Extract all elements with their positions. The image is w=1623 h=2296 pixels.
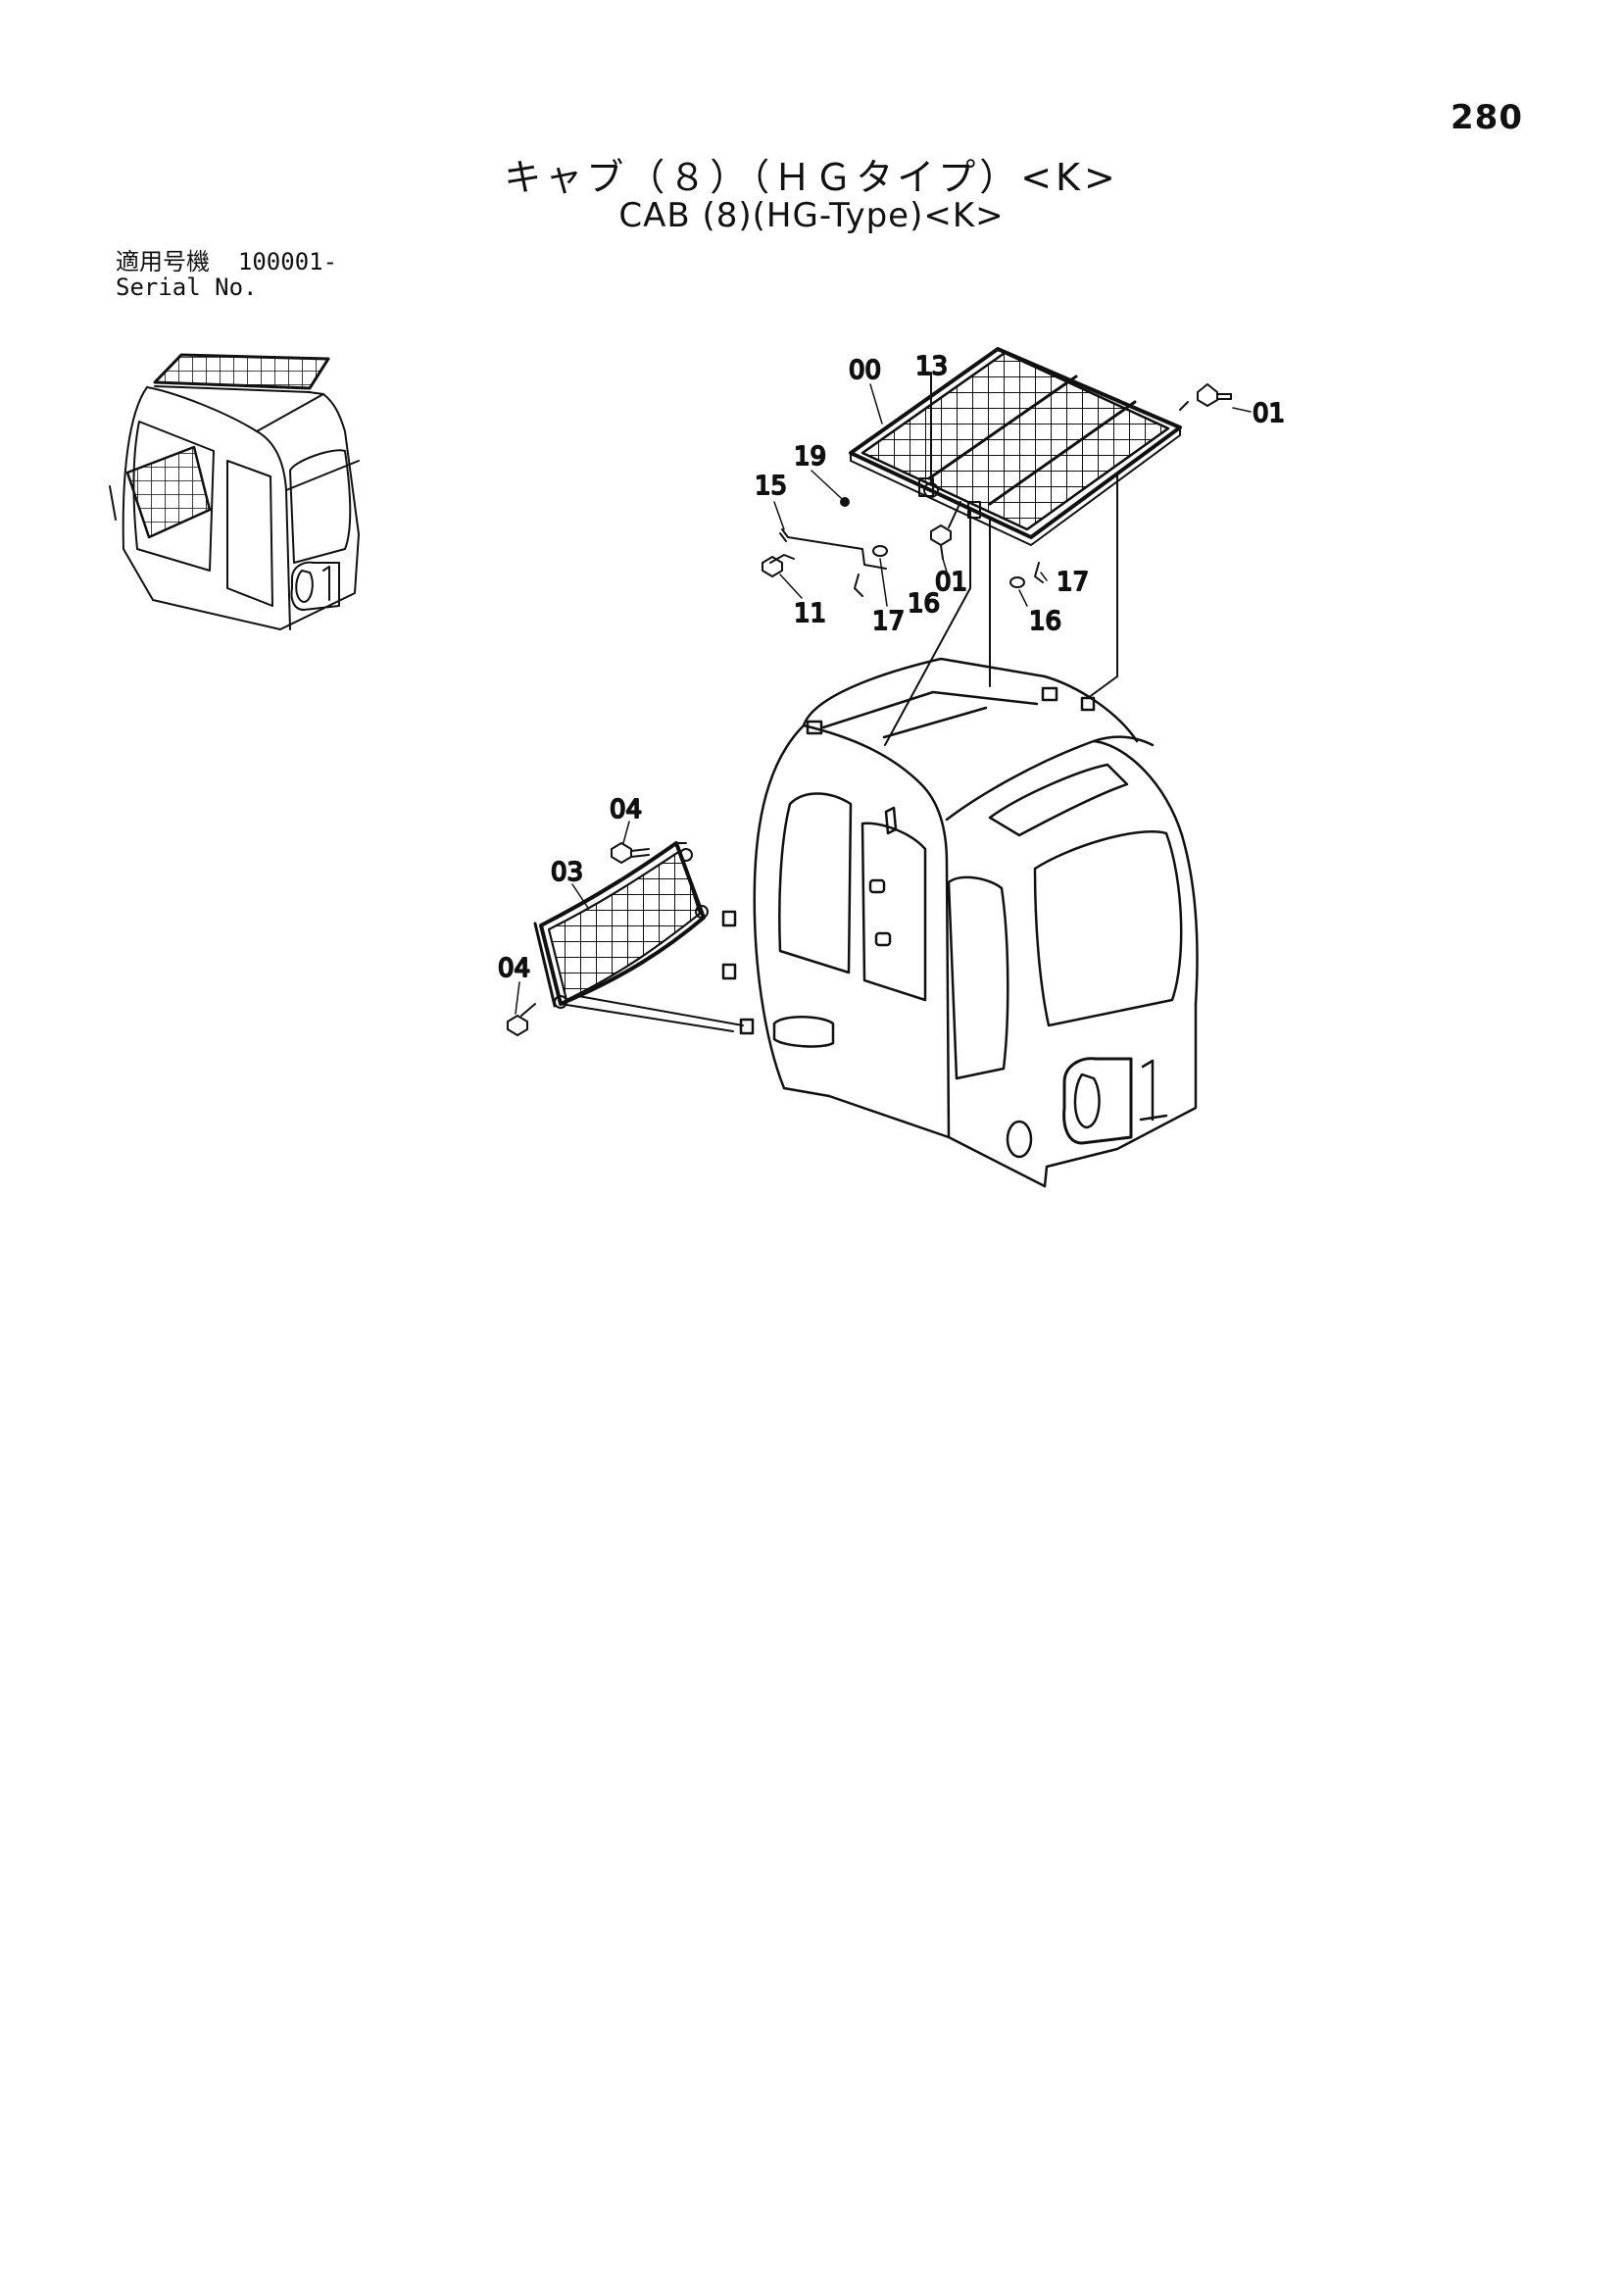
callout-17-right: 17 bbox=[1057, 568, 1089, 597]
callout-13: 13 bbox=[915, 352, 948, 381]
mounting-leader-lines bbox=[884, 474, 1118, 746]
callout-16-right: 16 bbox=[1029, 607, 1061, 636]
part-19-nut bbox=[840, 497, 850, 507]
diagram-title-english: CAB (8)(HG-Type)<K> bbox=[618, 196, 1005, 235]
serial-value: 100001- bbox=[237, 248, 338, 275]
serial-label-jp: 適用号機 bbox=[116, 248, 210, 275]
callout-17-left: 17 bbox=[872, 607, 905, 636]
callout-01-center: 01 bbox=[935, 568, 967, 597]
serial-block: 適用号機 100001- Serial No. bbox=[116, 249, 337, 300]
callout-01-right: 01 bbox=[1253, 399, 1285, 428]
part-13-collar bbox=[923, 372, 939, 498]
callout-16-left: 16 bbox=[908, 589, 940, 619]
main-cab-body bbox=[721, 657, 1199, 1188]
part-16-washer-left bbox=[872, 545, 888, 557]
callout-19: 19 bbox=[794, 442, 826, 472]
part-17-clip-left bbox=[854, 574, 863, 597]
part-00-roof-guard bbox=[849, 347, 1182, 546]
callout-04-lower: 04 bbox=[498, 954, 530, 983]
part-15-rod bbox=[779, 528, 887, 570]
callout-03: 03 bbox=[551, 858, 583, 887]
callout-15: 15 bbox=[755, 472, 787, 501]
part-04-bolt-lower bbox=[507, 1003, 536, 1036]
part-03-side-mesh bbox=[533, 841, 744, 1032]
page-number: 280 bbox=[1451, 98, 1523, 137]
thumbnail-cab bbox=[109, 353, 360, 630]
thumbnail-side-mesh bbox=[109, 445, 212, 539]
part-11-bolt bbox=[762, 554, 795, 577]
part-01-bolt-right bbox=[1179, 383, 1232, 411]
diagram-title-japanese: キャブ（８）（ＨＧタイプ）<K> bbox=[504, 156, 1119, 199]
callout-11: 11 bbox=[794, 599, 826, 628]
part-17-clip-right bbox=[1034, 562, 1044, 583]
thumbnail-roof-guard bbox=[153, 353, 330, 393]
serial-label-en: Serial No. bbox=[116, 274, 258, 301]
callout-04-upper: 04 bbox=[610, 795, 642, 824]
part-04-bolt-upper bbox=[611, 842, 650, 864]
part-01-bolt-center bbox=[930, 501, 961, 560]
callout-leaders bbox=[515, 383, 1252, 1015]
part-16-washer-right bbox=[1009, 576, 1025, 588]
callout-00: 00 bbox=[849, 356, 881, 385]
